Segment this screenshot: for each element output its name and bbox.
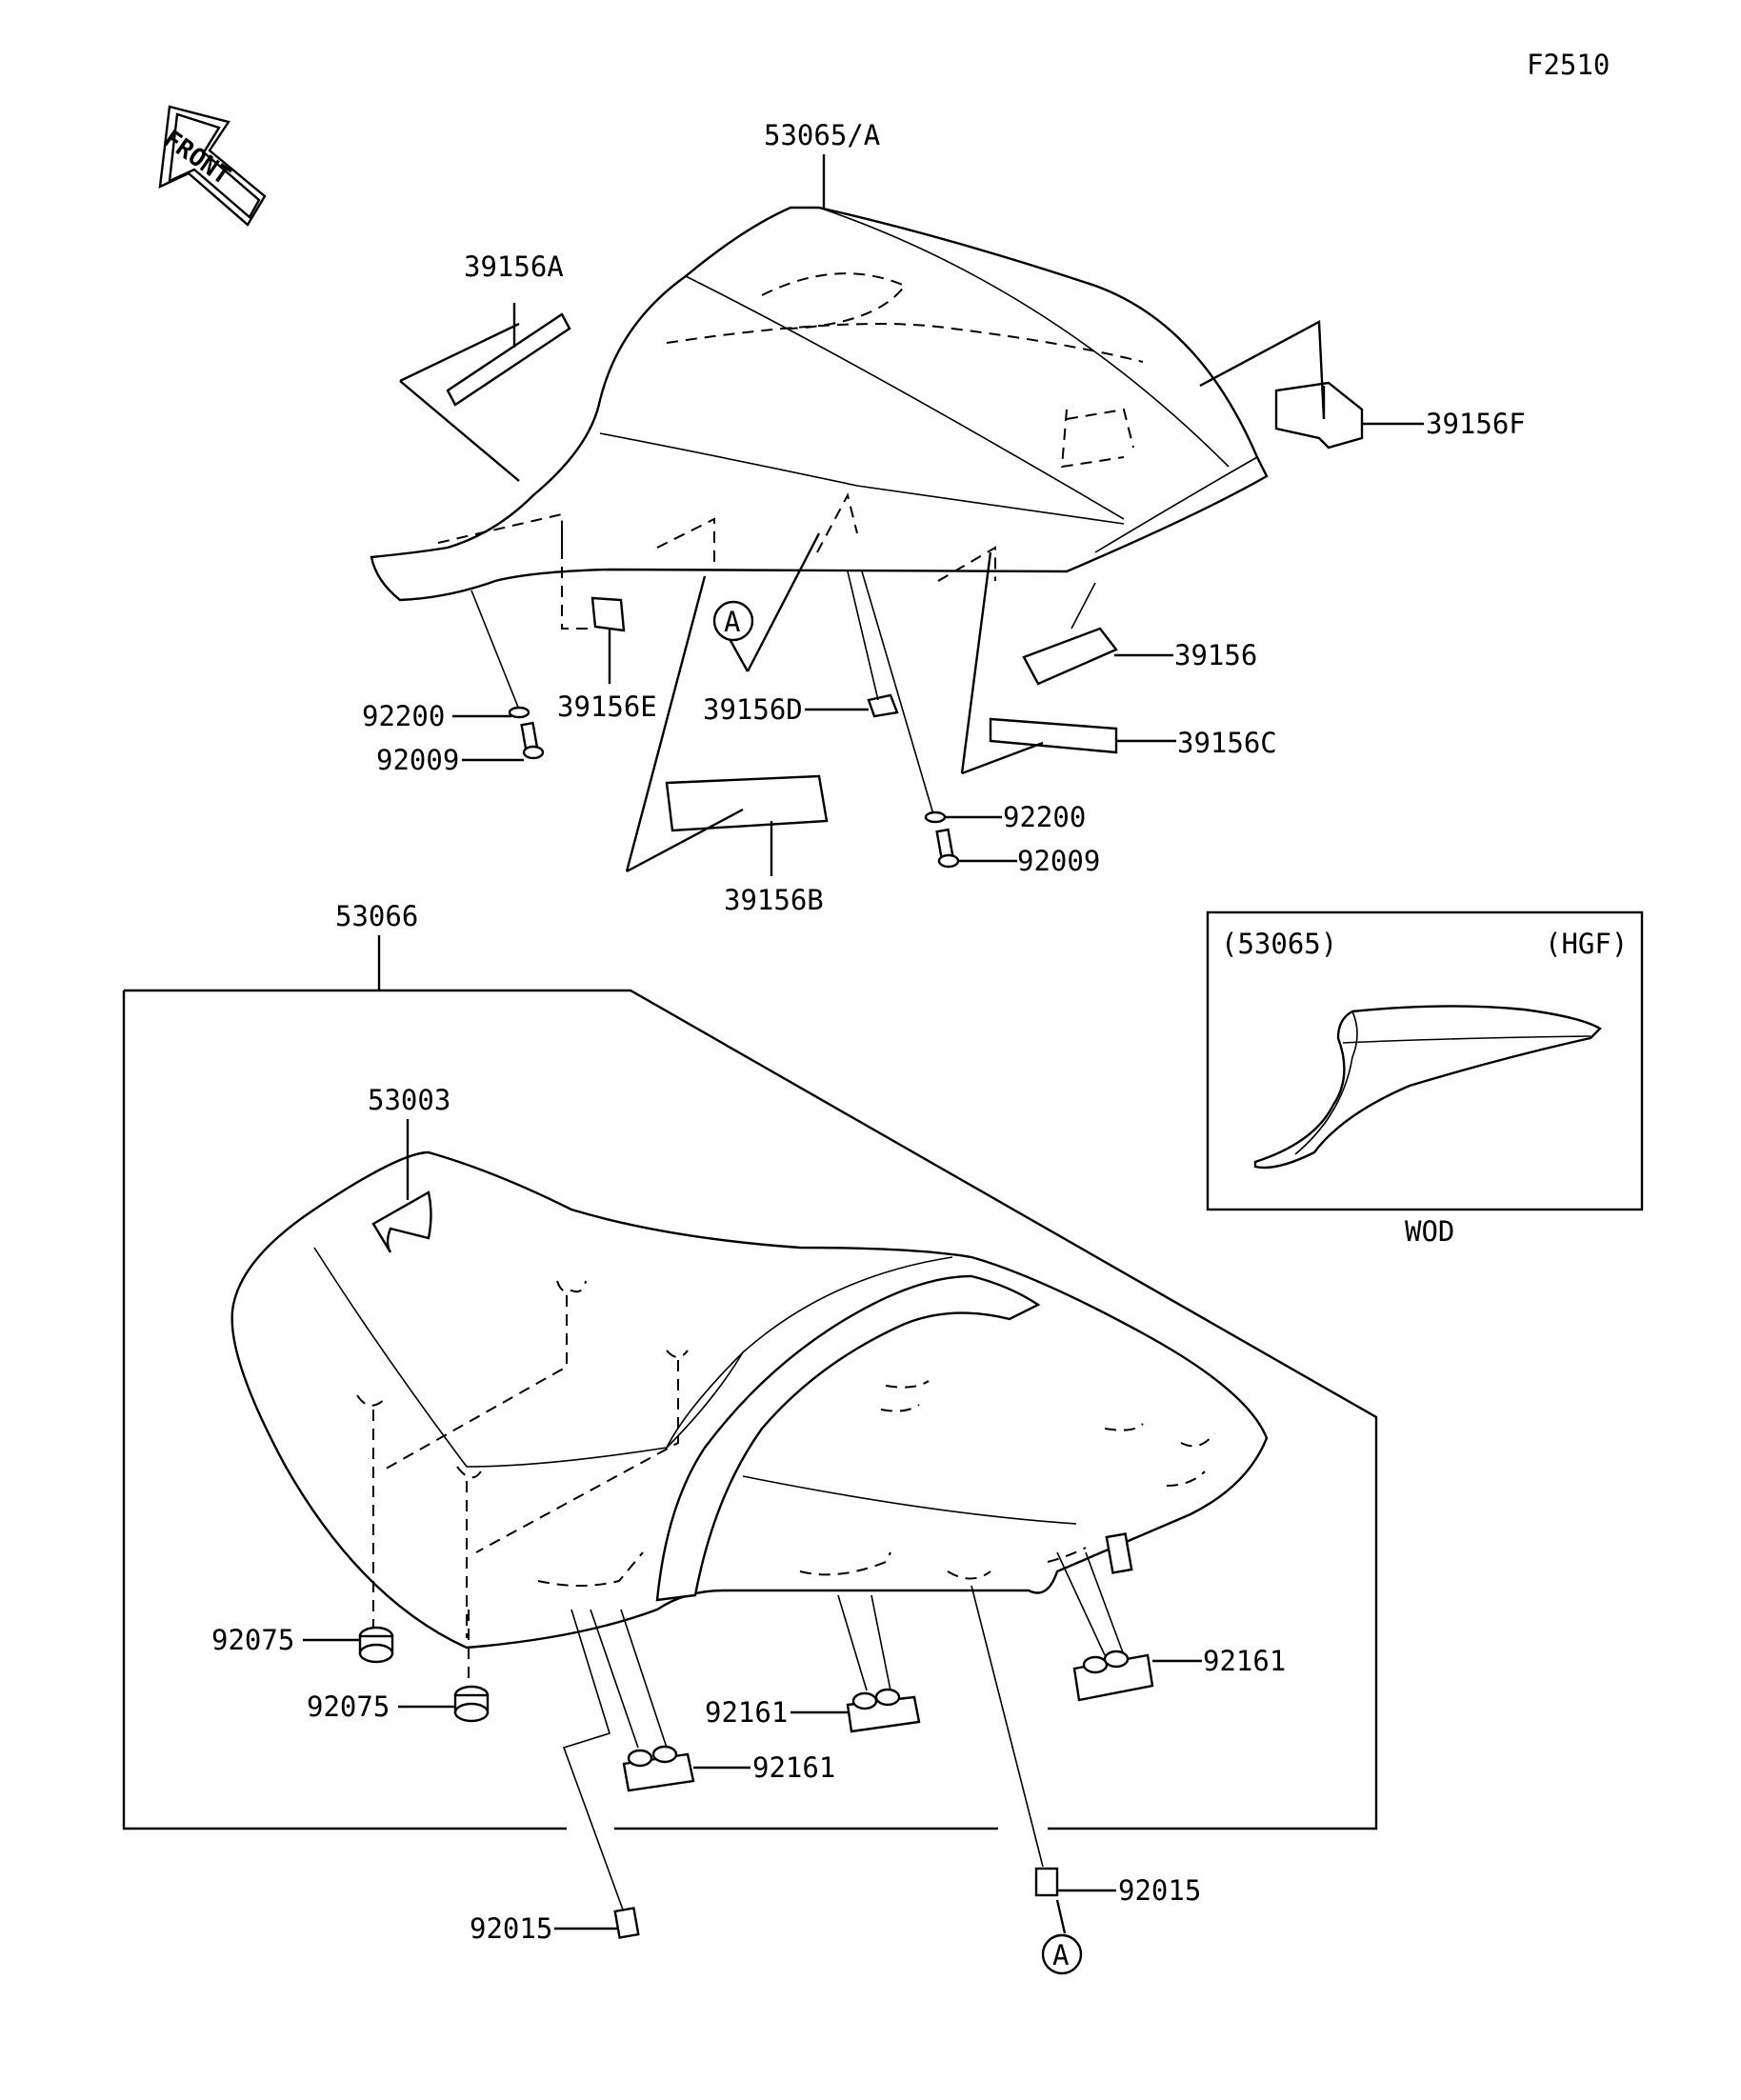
pad-39156 bbox=[1022, 582, 1173, 686]
damper-92075-upper bbox=[303, 1626, 394, 1664]
callout-a-upper: A bbox=[712, 600, 754, 642]
label-39156f: 39156F bbox=[1426, 408, 1526, 440]
inset-variant-label: (HGF) bbox=[1545, 928, 1628, 960]
front-arrow-icon: FRONT bbox=[158, 105, 267, 227]
label-92009-right: 92009 bbox=[1017, 845, 1100, 877]
damper-92075-lower bbox=[398, 1610, 490, 1723]
collar-92015-right bbox=[971, 1585, 1116, 1934]
label-92009-left: 92009 bbox=[376, 744, 459, 776]
label-92015-left: 92015 bbox=[470, 1912, 552, 1945]
inset-part-label: (53065) bbox=[1221, 928, 1337, 960]
callout-a-upper-label: A bbox=[724, 606, 740, 638]
figure-code: F2510 bbox=[1527, 49, 1610, 81]
label-92015-right: 92015 bbox=[1118, 1874, 1201, 1907]
washer-bolt-right bbox=[861, 570, 1017, 869]
label-39156b: 39156B bbox=[724, 884, 824, 916]
label-39156d: 39156D bbox=[703, 693, 803, 726]
pad-39156c bbox=[960, 551, 1176, 775]
label-39156e: 39156E bbox=[557, 690, 657, 723]
label-92075-lower: 92075 bbox=[307, 1690, 390, 1723]
pad-39156d bbox=[805, 570, 899, 718]
bracket-92161-mid bbox=[790, 1594, 921, 1733]
pad-39156b bbox=[625, 575, 829, 876]
label-92200-left: 92200 bbox=[362, 700, 445, 732]
label-53003: 53003 bbox=[368, 1084, 450, 1116]
inset-box bbox=[1206, 910, 1644, 1211]
label-39156a: 39156A bbox=[464, 250, 564, 283]
callout-a-lower-label: A bbox=[1052, 1939, 1069, 1971]
label-92075-upper: 92075 bbox=[211, 1624, 294, 1656]
label-92161-right: 92161 bbox=[1203, 1645, 1286, 1677]
label-53065-a: 53065/A bbox=[764, 119, 880, 151]
bracket-92161-left bbox=[590, 1609, 750, 1792]
label-92200-right: 92200 bbox=[1003, 801, 1086, 833]
pad-39156e bbox=[561, 529, 626, 684]
label-39156: 39156 bbox=[1174, 639, 1257, 671]
bracket-92161-right bbox=[1056, 1551, 1202, 1702]
seat-cover-53065 bbox=[370, 154, 1269, 602]
washer-bolt-left bbox=[452, 590, 545, 762]
seat-53066 bbox=[230, 1119, 1269, 1650]
pad-39156f bbox=[1199, 320, 1424, 450]
collar-92015-left bbox=[554, 1609, 640, 1939]
label-92161-mid: 92161 bbox=[705, 1696, 788, 1729]
pad-39156a bbox=[399, 303, 571, 482]
label-39156c: 39156C bbox=[1177, 727, 1277, 759]
inset-color-label: WOD bbox=[1405, 1215, 1454, 1248]
label-53066: 53066 bbox=[335, 900, 418, 932]
callout-a-lower: A bbox=[1041, 1933, 1083, 1975]
label-92161-left: 92161 bbox=[752, 1751, 835, 1784]
